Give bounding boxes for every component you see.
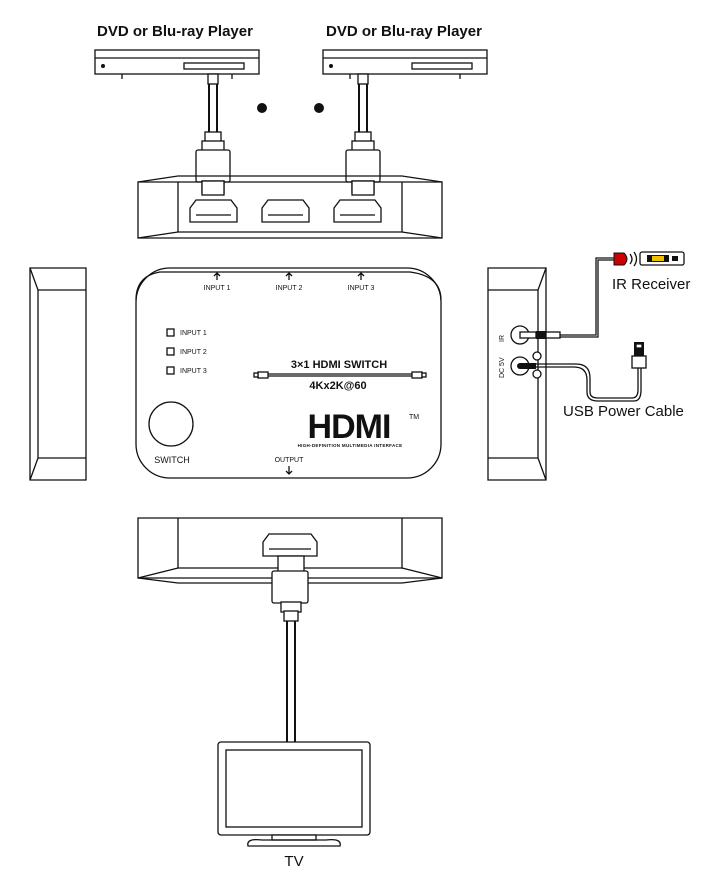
usb-power-cable-label: USB Power Cable — [563, 403, 684, 420]
usb-power-cable — [520, 342, 647, 402]
input3-port-label: INPUT 3 — [348, 285, 375, 292]
input1-led-label: INPUT 1 — [180, 330, 207, 337]
input2-port-label: INPUT 2 — [276, 285, 303, 292]
switch-left-side-view — [29, 267, 87, 481]
switch-front-panel: INPUT 1 INPUT 2 INPUT 3 INPUT 1 INPUT 2 … — [135, 267, 442, 479]
cable-graphic — [253, 371, 427, 379]
ir-receiver-cable — [519, 251, 685, 339]
input3-led-label: INPUT 3 — [180, 368, 207, 375]
dc-port-label: DC 5V — [499, 357, 506, 378]
ellipsis-dot — [257, 103, 267, 113]
input1-led — [166, 328, 175, 337]
ir-port-label: IR — [499, 335, 506, 342]
input2-led-label: INPUT 2 — [180, 349, 207, 356]
input2-led — [166, 347, 175, 356]
input3-led — [166, 366, 175, 375]
source-left-label: DVD or Blu-ray Player — [97, 23, 253, 40]
output-port-label: OUTPUT — [275, 457, 305, 464]
switch-button — [148, 401, 194, 447]
source-right-label: DVD or Blu-ray Player — [326, 23, 482, 40]
ir-receiver-label: IR Receiver — [612, 276, 690, 293]
dvd-player-right — [322, 49, 488, 85]
resolution-label: 4Kx2K@60 — [309, 380, 366, 392]
hdmi-logo-tm: TM — [409, 414, 419, 421]
switch-right-side-view: IR DC 5V — [487, 267, 547, 481]
hdmi-cable-output — [271, 555, 309, 742]
hdmi-logo: HDMI — [308, 408, 391, 446]
hdmi-cable-left — [195, 84, 231, 194]
switch-label: SWITCH — [154, 455, 190, 465]
ellipsis-dot — [314, 103, 324, 113]
dvd-player-left — [94, 49, 260, 85]
product-name: 3×1 HDMI SWITCH — [291, 359, 387, 371]
switch-back-view — [137, 175, 443, 239]
tv-label: TV — [284, 853, 303, 870]
hdmi-logo-subtitle: HIGH-DEFINITION MULTIMEDIA INTERFACE — [298, 443, 403, 448]
tv — [217, 741, 371, 847]
input1-port-label: INPUT 1 — [204, 285, 231, 292]
